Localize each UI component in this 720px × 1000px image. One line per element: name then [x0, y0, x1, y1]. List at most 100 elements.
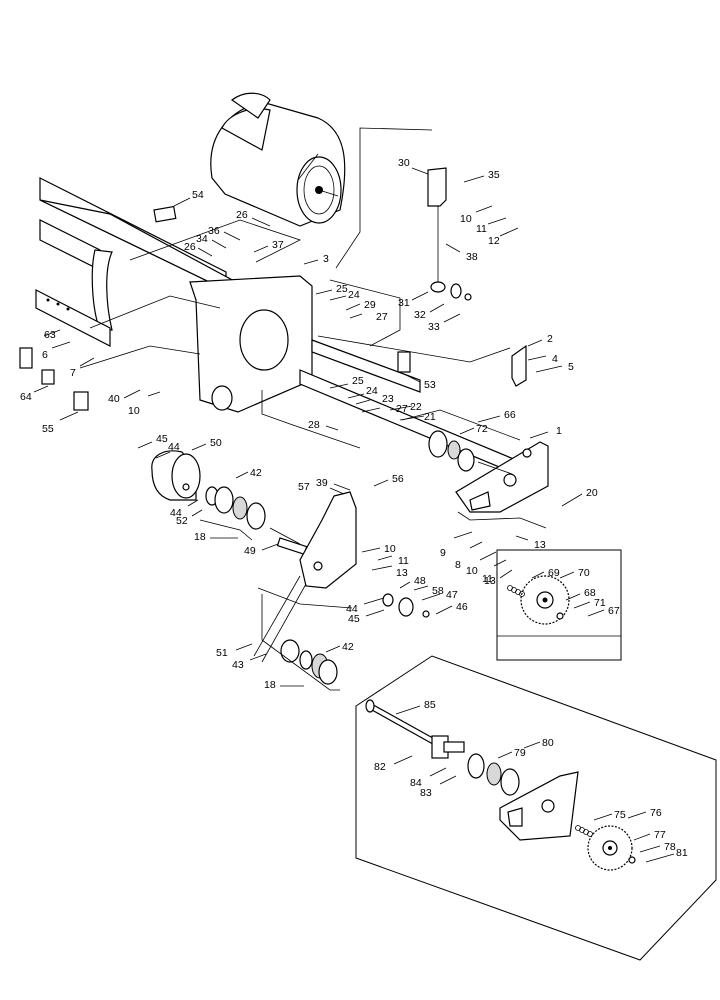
callout-label: 68	[584, 587, 596, 599]
lower-bearings	[280, 639, 338, 685]
callout-label: 64	[20, 391, 32, 403]
callout-label: 49	[244, 545, 256, 557]
callout-label: 33	[428, 321, 440, 333]
callout-label: 44	[346, 603, 358, 615]
callout-label: 28	[308, 419, 320, 431]
drive-plate	[455, 441, 549, 513]
callout-label: 72	[476, 423, 488, 435]
callout-label: 57	[298, 481, 310, 493]
callout-label: 10	[466, 565, 478, 577]
callout-label: 85	[424, 699, 436, 711]
upper-bearings	[428, 430, 513, 475]
callout-label: 69	[548, 567, 560, 579]
callout-label: 13	[396, 567, 408, 579]
callout-label: 48	[414, 575, 426, 587]
callout-label: 24	[366, 385, 378, 397]
callout-label: 42	[342, 641, 354, 653]
callout-label: 83	[420, 787, 432, 799]
callout-label: 7	[70, 367, 76, 379]
sprocket-69	[507, 575, 570, 625]
callout-label: 27	[396, 403, 408, 415]
callout-label: 51	[216, 647, 228, 659]
callout-label: 70	[578, 567, 590, 579]
callout-label: 11	[482, 573, 493, 585]
callout-label: 66	[504, 409, 516, 421]
callout-label: 67	[608, 605, 620, 617]
callout-label: 44	[168, 441, 180, 453]
bracket-2	[511, 344, 527, 387]
callout-label: 10	[128, 405, 140, 417]
callout-label: 52	[176, 515, 188, 527]
callout-label: 10	[460, 213, 472, 225]
callout-label: 46	[456, 601, 468, 613]
callout-label: 47	[446, 589, 458, 601]
callout-label: 71	[594, 597, 606, 609]
callout-label: 58	[432, 585, 444, 597]
callout-label: 50	[210, 437, 222, 449]
callout-label: 8	[455, 559, 461, 571]
callout-label: 23	[382, 393, 394, 405]
callout-label: 18	[264, 679, 276, 691]
callout-label: 26	[236, 209, 248, 221]
callout-label: 84	[410, 777, 422, 789]
callout-label: 56	[392, 473, 404, 485]
callout-label: 45	[348, 613, 360, 625]
callout-label: 54	[192, 189, 204, 201]
callout-label: 31	[398, 297, 410, 309]
callout-label: 39	[316, 477, 328, 489]
callout-label: 10	[384, 543, 396, 555]
callout-label: 11	[476, 223, 487, 235]
callout-label: 5	[568, 361, 574, 373]
callout-label: 29	[364, 299, 376, 311]
callout-label: 55	[42, 423, 54, 435]
callout-label: 40	[108, 393, 120, 405]
callout-label: 34	[196, 233, 208, 245]
callout-label: 2	[547, 333, 553, 345]
callout-label: 3	[323, 253, 329, 265]
callout-label: 26	[184, 241, 196, 253]
callout-label: 76	[650, 807, 662, 819]
callout-label: 36	[208, 225, 220, 237]
auger-drum	[210, 92, 346, 227]
callout-label: 82	[374, 761, 386, 773]
callout-label: 32	[414, 309, 426, 321]
plate-lower	[499, 771, 579, 841]
callout-label: 42	[250, 467, 262, 479]
sprocket-inset-frame	[496, 549, 622, 661]
callout-label: 20	[586, 487, 598, 499]
main-frame	[35, 177, 541, 485]
callout-label: 25	[352, 375, 364, 387]
callout-label: 53	[424, 379, 436, 391]
callout-label: 24	[348, 289, 360, 301]
exploded-guide-lines	[79, 127, 547, 691]
callout-label: 27	[376, 311, 388, 323]
callout-label: 6	[42, 349, 48, 361]
callout-label: 81	[676, 847, 688, 859]
callout-label: 78	[664, 841, 676, 853]
callout-label: 18	[194, 531, 206, 543]
bearing-group-79	[467, 753, 520, 796]
callout-label: 13	[534, 539, 546, 551]
callout-label: 44	[170, 507, 182, 519]
callout-label: 22	[410, 401, 422, 413]
callout-label: 75	[614, 809, 626, 821]
callout-label: 25	[336, 283, 348, 295]
callout-label: 77	[654, 829, 666, 841]
callout-label: 30	[398, 157, 410, 169]
callouts: 1 2 3 4 5 6 7 8 9 10 10 10 10 11 11 11 1…	[20, 157, 688, 863]
callout-label: 13	[484, 575, 496, 587]
pulley-assembly	[151, 450, 308, 556]
center-arm	[253, 491, 430, 663]
callout-label: 21	[424, 411, 436, 423]
callout-label: 45	[156, 433, 168, 445]
shaft-85	[365, 699, 465, 759]
bracket-30	[427, 167, 472, 301]
callout-label: 9	[440, 547, 446, 559]
callout-label: 35	[488, 169, 500, 181]
callout-label: 11	[398, 555, 409, 567]
callout-label: 1	[556, 425, 562, 437]
callout-label: 37	[272, 239, 284, 251]
callout-label: 80	[542, 737, 554, 749]
callout-label: 63	[44, 329, 56, 341]
